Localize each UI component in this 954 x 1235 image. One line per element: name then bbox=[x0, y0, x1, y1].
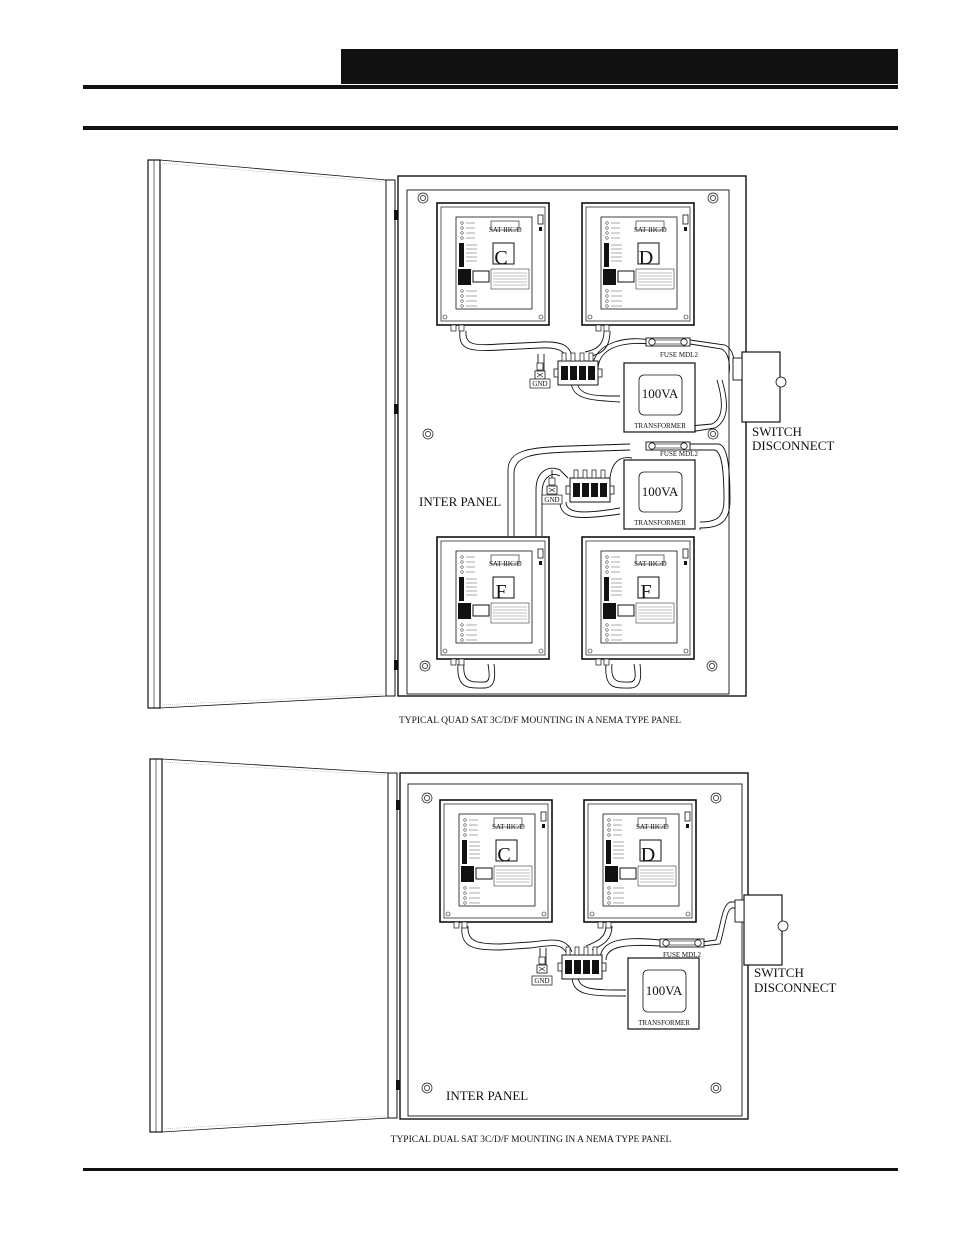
module-letter: F bbox=[495, 581, 506, 603]
transformer-rating: 100VA bbox=[646, 983, 683, 998]
transformer: 100VA TRANSFORMER bbox=[627, 957, 700, 1030]
module-title: SAT IIIC/D bbox=[492, 823, 525, 831]
fuse-upper: FUSE MDL2 bbox=[645, 337, 698, 359]
module-letter: D bbox=[641, 844, 655, 866]
header-rule-top bbox=[83, 85, 898, 89]
transformer-rating: 100VA bbox=[642, 386, 679, 401]
module-c: SAT IIIC/D C bbox=[439, 799, 553, 929]
transformer-label: TRANSFORMER bbox=[638, 1019, 690, 1027]
switch-disconnect: SWITCH DISCONNECT bbox=[732, 351, 834, 453]
switch-label-line2: DISCONNECT bbox=[754, 980, 836, 995]
module-f-right: SAT IIIC/D F bbox=[581, 536, 695, 666]
transformer-upper: 100VA TRANSFORMER bbox=[623, 362, 696, 433]
wiring bbox=[461, 901, 742, 997]
transformer-rating: 100VA bbox=[642, 484, 679, 499]
switch-disconnect: SWITCH DISCONNECT bbox=[734, 894, 836, 995]
transformer-label: TRANSFORMER bbox=[634, 519, 686, 527]
module-c: SAT IIIC/D C bbox=[436, 202, 550, 332]
ground: GND bbox=[531, 956, 553, 986]
module-letter: D bbox=[639, 247, 653, 269]
footer-rule bbox=[83, 1168, 898, 1171]
ground-lower: GND bbox=[541, 477, 563, 505]
transformer-lower: 100VA TRANSFORMER bbox=[623, 459, 696, 530]
module-letter: C bbox=[494, 247, 507, 269]
gnd-label: GND bbox=[544, 496, 559, 504]
panel-door bbox=[147, 159, 398, 709]
switch-label-line1: SWITCH bbox=[752, 424, 802, 439]
inter-panel-label: INTER PANEL bbox=[419, 494, 501, 509]
module-d: SAT IIIC/D D bbox=[581, 202, 695, 332]
inter-panel-label: INTER PANEL bbox=[446, 1088, 528, 1103]
switch-label-line1: SWITCH bbox=[754, 965, 804, 980]
wiring bbox=[457, 330, 735, 689]
module-letter: C bbox=[497, 844, 510, 866]
module-title: SAT IIIC/D bbox=[634, 226, 667, 234]
module-title: SAT IIIC/D bbox=[489, 560, 522, 568]
dual-panel-diagram: SAT IIIC/D C SAT IIIC/D D GND FUSE MDL2 … bbox=[149, 758, 836, 1145]
diagram-caption: TYPICAL DUAL SAT 3C/D/F MOUNTING IN A NE… bbox=[391, 1135, 672, 1145]
fuse: FUSE MDL2 bbox=[659, 938, 705, 959]
module-title: SAT IIIC/D bbox=[634, 560, 667, 568]
diagram-caption: TYPICAL QUAD SAT 3C/D/F MOUNTING IN A NE… bbox=[399, 716, 681, 726]
transformer-label: TRANSFORMER bbox=[634, 422, 686, 430]
module-f-left: SAT IIIC/D F bbox=[436, 536, 550, 666]
panel-door bbox=[149, 758, 400, 1133]
header-bar bbox=[341, 49, 898, 84]
module-title: SAT IIIC/D bbox=[636, 823, 669, 831]
module-d: SAT IIIC/D D bbox=[583, 799, 697, 929]
fuse-lower: FUSE MDL2 bbox=[645, 441, 698, 458]
header-rule-bottom bbox=[83, 126, 898, 130]
fuse-label: FUSE MDL2 bbox=[660, 351, 698, 359]
module-letter: F bbox=[640, 581, 651, 603]
switch-label-line2: DISCONNECT bbox=[752, 438, 834, 453]
ground-upper: GND bbox=[529, 362, 551, 389]
fuse-label: FUSE MDL2 bbox=[660, 450, 698, 458]
fuse-label: FUSE MDL2 bbox=[663, 951, 701, 959]
quad-panel-diagram: SAT IIIC/D C SAT IIIC/D D SAT IIIC/D F S… bbox=[147, 159, 834, 726]
gnd-label: GND bbox=[534, 977, 549, 985]
gnd-label: GND bbox=[532, 380, 547, 388]
module-title: SAT IIIC/D bbox=[489, 226, 522, 234]
